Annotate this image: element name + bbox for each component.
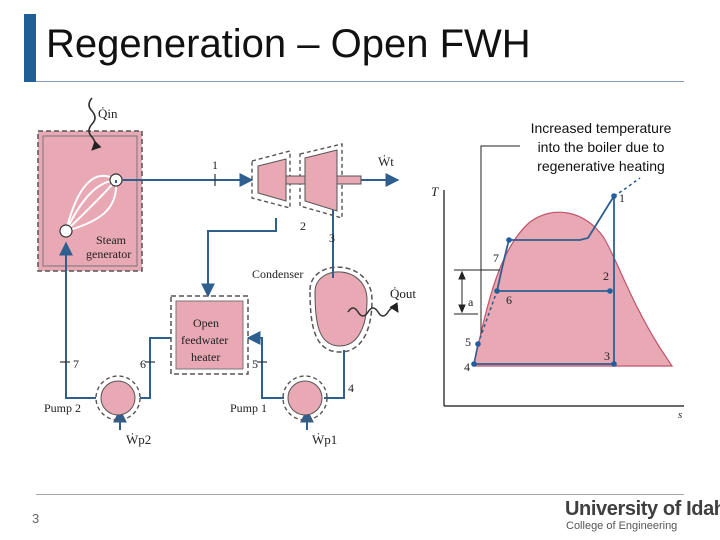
footer-divider [36, 494, 684, 495]
piping [59, 180, 400, 430]
steam-generator [37, 130, 143, 272]
ts-state-6: 6 [506, 293, 512, 307]
state-4-label: 4 [348, 381, 354, 395]
ts-state-1: 1 [619, 191, 625, 205]
pump-2-label: Pump 2 [44, 401, 81, 415]
callout-line-3: regenerative heating [537, 158, 665, 174]
pump-2 [95, 375, 141, 421]
cycle-lines [474, 195, 615, 365]
steam-generator-label-2: generator [86, 247, 131, 261]
logo-sub-text: College of Engineering [566, 520, 678, 532]
slide-title: Regeneration – Open FWH [46, 22, 531, 66]
ts-diagram: T s [431, 145, 684, 421]
state-7-label: 7 [73, 357, 79, 371]
w-p2-label: Ẇp2 [126, 432, 151, 447]
state-5-label: 5 [252, 357, 258, 371]
boiler-header-bottom [59, 224, 73, 238]
w-p1-label: Ẇp1 [312, 432, 337, 447]
condenser [309, 266, 399, 353]
q-out-label: Q̇out [390, 286, 416, 301]
regeneration-callout: Increased temperature into the boiler du… [512, 119, 690, 176]
ts-state-3: 3 [604, 349, 610, 363]
pump-1 [282, 375, 328, 421]
condenser-label: Condenser [252, 267, 303, 281]
university-logo: University of Idaho College of Engineeri… [565, 498, 720, 536]
state-6-label: 6 [140, 357, 146, 371]
state-3-label: 3 [329, 231, 335, 245]
fwh-label-1: Open [193, 316, 219, 330]
fwh-label-2: feedwater [181, 333, 228, 347]
ts-state-4: 4 [464, 360, 470, 374]
callout-line-1: Increased temperature [530, 120, 672, 136]
open-feedwater-heater [170, 295, 249, 375]
title-divider [36, 81, 684, 82]
saturation-dome [473, 211, 674, 367]
state-ticks [60, 174, 267, 363]
ts-state-7: 7 [493, 251, 499, 265]
logo-main-text: University of Idaho [565, 498, 720, 520]
ts-state-a: a [468, 295, 474, 309]
steam-generator-label-1: Steam [96, 233, 127, 247]
callout-line-2: into the boiler due to [537, 139, 665, 155]
turbine [251, 143, 362, 219]
page-number: 3 [32, 511, 40, 526]
callout-leader [480, 145, 520, 334]
plant-schematic: Q̇in Ẇt Q̇out Ẇp2 Ẇp1 Steam generator Co… [37, 97, 416, 447]
ts-state-5: 5 [465, 335, 471, 349]
fwh-label-3: heater [191, 350, 220, 364]
w-t-label: Ẇt [378, 154, 394, 169]
t-axis-label: T [431, 184, 439, 199]
state-points [471, 193, 617, 367]
pump-1-label: Pump 1 [230, 401, 267, 415]
state-1-label: 1 [212, 158, 218, 172]
temperature-rise-bracket [454, 269, 500, 315]
s-axis-label: s [678, 409, 682, 421]
ts-state-2: 2 [603, 269, 609, 283]
q-in-label: Q̇in [98, 106, 118, 121]
heat-input-arrow [88, 97, 102, 151]
title-accent-bar [24, 14, 36, 82]
state-2-label: 2 [300, 219, 306, 233]
